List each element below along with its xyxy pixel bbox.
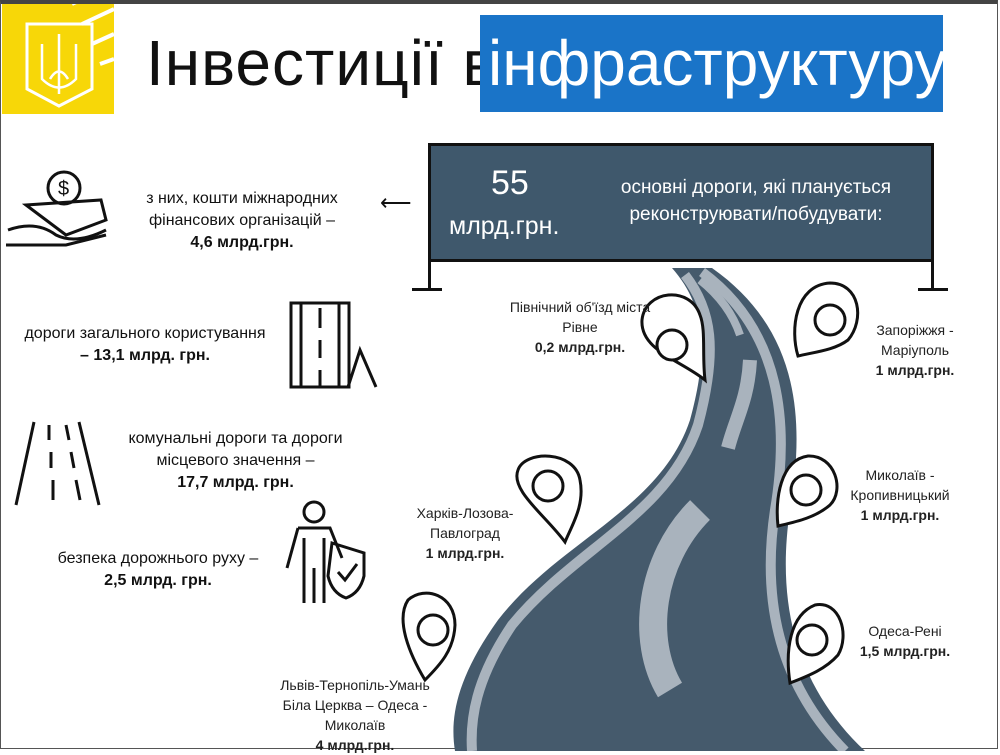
route-value: 1 млрд.грн. [425,545,505,561]
public-roads-text: дороги загального користування – 13,1 мл… [10,323,280,367]
sign-base [412,288,442,291]
svg-text:$: $ [58,178,69,200]
route-name: Харків-Лозова- [416,505,514,521]
intl-funds-line2: фінансових організацій – [148,212,336,229]
route-value: 1 млрд.грн. [860,507,940,523]
title-highlight [480,15,943,112]
route-name: Львів-Тернопіль-Умань [280,677,430,693]
route-value: 1,5 млрд.грн. [859,643,951,659]
coat-of-arms-logo [2,0,115,114]
route-odesa-reni: Одеса-Рені 1,5 млрд.грн. [850,621,960,661]
route-name: Кропивницький [850,487,950,503]
road-safety-text: безпека дорожнього руху – 2,5 млрд. грн. [38,548,278,592]
communal-roads-text: комунальні дороги та дороги місцевого зн… [108,428,363,494]
public-roads-line1: дороги загального користування [24,325,266,342]
intl-funds-line1: з них, кошти міжнародних [146,190,338,207]
communal-roads-line2: місцевого значення – [156,452,315,469]
sign-caption: основні дороги, які планується реконстру… [620,177,892,225]
intl-funds-text: з них, кошти міжнародних фінансових орга… [132,188,352,254]
sign-base [918,288,948,291]
total-sign: 55 млрд.грн. основні дороги, які плануєт… [428,143,934,262]
route-value: 4 млрд.грн. [315,737,395,753]
route-name: Маріуполь [880,342,950,358]
route-name: Миколаїв - [865,467,935,483]
communal-roads-line1: комунальні дороги та дороги [128,430,343,447]
route-mykolaiv: Миколаїв - Кропивницький 1 млрд.грн. [840,465,960,525]
road-lanes-icon [14,421,101,506]
public-roads-value: – 13,1 млрд. грн. [80,347,210,364]
title-part1: Інвестиції в [146,27,498,99]
title-part2: інфраструктуру [488,27,947,99]
route-kharkiv: Харків-Лозова- Павлоград 1 млрд.грн. [410,503,520,563]
route-value: 1 млрд.грн. [875,362,955,378]
money-hand-icon: $ [6,170,108,247]
sign-post-left [428,260,431,290]
sign-post-right [931,260,934,290]
route-name: Запоріжжя - [876,322,954,338]
road-sign-icon [289,301,378,389]
total-amount: 55 [491,164,529,202]
arrow-left-icon: ⟵ [380,190,412,215]
route-value: 0,2 млрд.грн. [534,339,626,355]
route-name: Рівне [562,319,598,335]
communal-roads-value: 17,7 млрд. грн. [177,474,294,491]
road-safety-line1: безпека дорожнього руху – [57,550,259,567]
route-name: Одеса-Рені [868,623,942,639]
route-name: Біла Церква – Одеса - Миколаїв [282,697,428,733]
road-safety-value: 2,5 млрд. грн. [104,572,212,589]
person-shield-icon [285,500,366,603]
route-name: Північний об'їзд міста [509,299,651,315]
intl-funds-value: 4,6 млрд.грн. [190,234,294,251]
total-unit: млрд.грн. [449,212,560,240]
route-zaporizhzhia: Запоріжжя - Маріуполь 1 млрд.грн. [860,320,970,380]
route-name: Павлоград [430,525,500,541]
